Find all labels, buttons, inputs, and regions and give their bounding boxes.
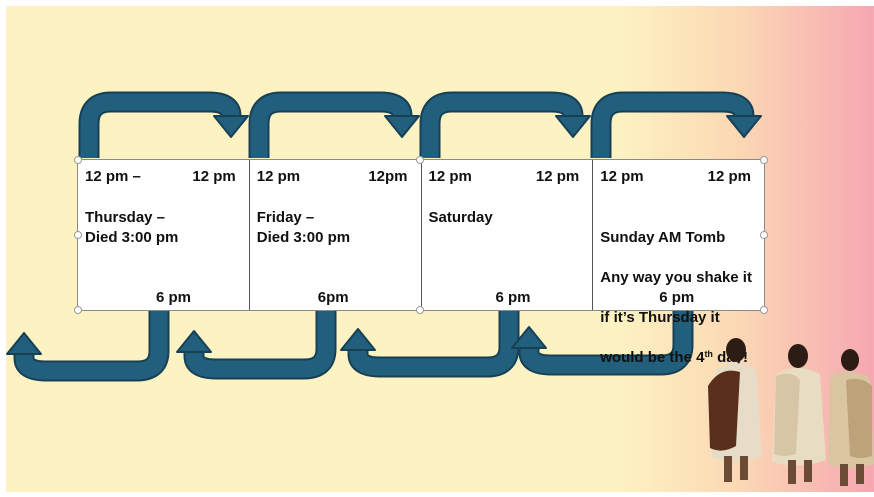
day-box-thursday: 12 pm – 12 pm Thursday – Died 3:00 pm 6 …	[78, 160, 250, 310]
bottom-arrow-3-outline	[358, 309, 509, 367]
top-arrow-1-head	[214, 116, 248, 137]
start-time: 12 pm	[600, 168, 643, 185]
bottom-arrow-1-outline	[24, 309, 159, 371]
bottom-arrow-3-head	[341, 329, 375, 350]
six-pm-label: 6 pm	[156, 289, 191, 306]
bottom-arrow-2-outline	[194, 309, 326, 369]
bottom-arrow-2-head	[177, 331, 211, 352]
end-time: 12 pm	[536, 168, 579, 185]
walking-figures-image	[696, 336, 874, 492]
slide: 12 pm – 12 pm Thursday – Died 3:00 pm 6 …	[6, 6, 874, 492]
figure-middle	[772, 344, 826, 484]
selection-handle[interactable]	[760, 156, 768, 164]
timeline-table: 12 pm – 12 pm Thursday – Died 3:00 pm 6 …	[77, 159, 765, 311]
bottom-arrow-1-head	[7, 333, 41, 354]
figure-right	[828, 349, 874, 486]
day-description: Friday – Died 3:00 pm	[257, 208, 350, 248]
top-arrow-2-head	[385, 116, 419, 137]
description-line: if it’s Thursday it	[600, 309, 719, 326]
six-pm-label: 6 pm	[659, 289, 694, 306]
day-box-friday: 12 pm 12pm Friday – Died 3:00 pm 6pm	[250, 160, 422, 310]
start-time: 12 pm	[429, 168, 472, 185]
description-line: Sunday AM Tomb	[600, 229, 725, 246]
end-time: 12pm	[368, 168, 407, 185]
end-time: 12 pm	[192, 168, 235, 185]
top-arrow-3	[430, 102, 573, 158]
selection-handle[interactable]	[416, 156, 424, 164]
selection-handle[interactable]	[760, 306, 768, 314]
day-description: Thursday – Died 3:00 pm	[85, 208, 178, 248]
description-line: Any way you shake it	[600, 269, 752, 286]
day-box-saturday: 12 pm 12 pm Saturday 6 pm	[422, 160, 594, 310]
top-arrow-1	[89, 102, 231, 158]
selection-handle[interactable]	[74, 231, 82, 239]
selection-handle[interactable]	[74, 156, 82, 164]
six-pm-label: 6pm	[318, 289, 349, 306]
figure-left	[708, 338, 762, 482]
day-description: Saturday	[429, 208, 493, 228]
top-arrow-4	[601, 102, 744, 158]
selection-handle[interactable]	[760, 231, 768, 239]
top-arrow-4-head	[727, 116, 761, 137]
top-arrow-2	[259, 102, 402, 158]
selection-handle[interactable]	[416, 306, 424, 314]
start-time: 12 pm –	[85, 168, 141, 185]
end-time: 12 pm	[708, 168, 751, 185]
six-pm-label: 6 pm	[496, 289, 531, 306]
selection-handle[interactable]	[74, 306, 82, 314]
start-time: 12 pm	[257, 168, 300, 185]
day-box-sunday: 12 pm 12 pm Sunday AM Tomb Any way you s…	[593, 160, 764, 310]
top-arrow-3-head	[556, 116, 590, 137]
